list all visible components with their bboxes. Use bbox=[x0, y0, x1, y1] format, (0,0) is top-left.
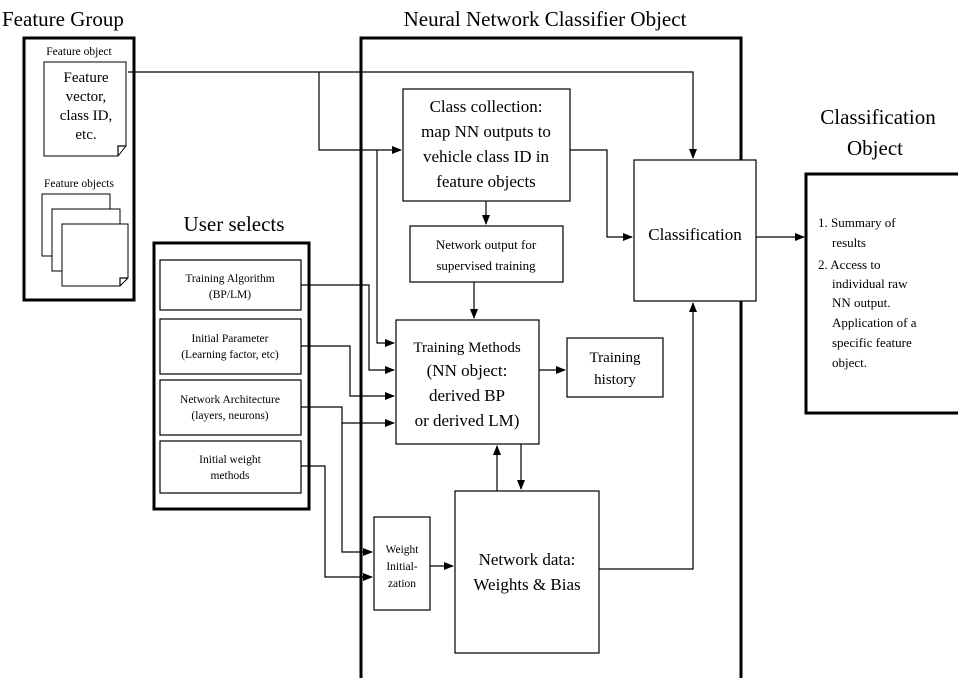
classification-object-title-line-2: Object bbox=[847, 136, 903, 160]
initial-weight-line-2: methods bbox=[211, 470, 250, 482]
result-item-2-line-3: NN output. bbox=[832, 295, 891, 310]
result-item-2-line-5: specific feature bbox=[832, 335, 912, 350]
classification-object-box bbox=[804, 172, 958, 415]
initial-parameter-box bbox=[159, 318, 302, 375]
network-output-line-2: supervised training bbox=[436, 258, 536, 273]
training-algorithm-line-1: Training Algorithm bbox=[185, 273, 274, 285]
weight-init-line-3: zation bbox=[388, 578, 416, 590]
training-methods-line-1: Training Methods bbox=[413, 340, 521, 356]
user-selects-title: User selects bbox=[184, 212, 285, 236]
result-item-1-line-2: results bbox=[832, 235, 866, 250]
feature-doc-line-3: class ID, bbox=[60, 108, 113, 124]
feature-doc-line-4: etc. bbox=[75, 127, 96, 143]
nn-classifier-title: Neural Network Classifier Object bbox=[404, 7, 687, 31]
weight-method-to-weight-init-arrow bbox=[301, 465, 373, 581]
initial-parameter-line-2: (Learning factor, etc) bbox=[181, 349, 279, 361]
network-data-box bbox=[454, 490, 600, 654]
stacked-document-fold-icon bbox=[119, 277, 128, 286]
nn-classifier-box bbox=[359, 36, 743, 678]
feature-to-class-collection-arrow bbox=[318, 72, 402, 154]
network-architecture-line-1: Network Architecture bbox=[180, 394, 280, 406]
result-item-2-line-1: 2. Access to bbox=[818, 257, 880, 272]
network-data-to-classification-arrow bbox=[599, 302, 697, 570]
architecture-to-weight-init-arrow bbox=[341, 423, 373, 556]
classification-label: Classification bbox=[648, 225, 742, 244]
feature-document-icon bbox=[43, 61, 127, 157]
stacked-document-front-icon bbox=[61, 223, 129, 287]
user-selects-box bbox=[152, 241, 311, 511]
training-history-line-1: Training bbox=[589, 350, 641, 366]
weight-init-box bbox=[373, 516, 431, 611]
network-output-box bbox=[409, 225, 564, 283]
document-fold-icon bbox=[117, 145, 126, 156]
network-architecture-box bbox=[159, 379, 302, 436]
network-architecture-line-2: (layers, neurons) bbox=[191, 410, 268, 422]
class-collection-to-classification-arrow bbox=[570, 149, 633, 241]
algorithm-to-training-arrow bbox=[301, 284, 395, 374]
training-methods-box bbox=[395, 319, 540, 445]
parameter-to-training-arrow bbox=[301, 345, 395, 400]
class-collection-line-1: Class collection: bbox=[430, 97, 543, 116]
network-data-line-1: Network data: bbox=[479, 550, 576, 569]
initial-weight-box bbox=[159, 440, 302, 494]
training-methods-line-3: derived BP bbox=[429, 386, 505, 405]
result-item-2-line-2: individual raw bbox=[832, 276, 908, 291]
weight-init-line-2: Initial- bbox=[386, 561, 417, 573]
class-collection-box bbox=[402, 88, 571, 202]
feature-to-classification-arrow bbox=[128, 71, 697, 159]
feature-doc-line-2: vector, bbox=[66, 89, 107, 105]
training-methods-line-4: or derived LM) bbox=[415, 411, 520, 430]
classification-box bbox=[633, 159, 757, 302]
classification-object-title-line-1: Classification bbox=[820, 105, 936, 129]
class-collection-line-2: map NN outputs to bbox=[421, 122, 551, 141]
training-algorithm-box bbox=[159, 259, 302, 311]
feature-objects-label: Feature objects bbox=[44, 178, 114, 190]
initial-weight-line-1: Initial weight bbox=[199, 454, 261, 466]
training-history-box bbox=[566, 337, 664, 398]
training-history-line-2: history bbox=[594, 372, 636, 388]
feature-to-training-arrow bbox=[376, 150, 395, 347]
network-data-line-2: Weights & Bias bbox=[473, 575, 580, 594]
class-collection-line-3: vehicle class ID in bbox=[423, 147, 550, 166]
network-output-line-1: Network output for bbox=[436, 237, 537, 252]
training-methods-line-2: (NN object: bbox=[427, 361, 508, 380]
result-item-1-line-1: 1. Summary of bbox=[818, 215, 896, 230]
result-item-2-line-4: Application of a bbox=[832, 315, 917, 330]
class-collection-line-4: feature objects bbox=[436, 172, 536, 191]
feature-group-box bbox=[22, 36, 136, 302]
feature-object-label: Feature object bbox=[46, 46, 112, 58]
feature-doc-line-1: Feature bbox=[64, 70, 109, 86]
weight-init-line-1: Weight bbox=[386, 544, 420, 556]
result-item-2-line-6: object. bbox=[832, 355, 867, 370]
training-algorithm-line-2: (BP/LM) bbox=[209, 289, 251, 301]
feature-group-title: Feature Group bbox=[2, 7, 124, 31]
initial-parameter-line-1: Initial Parameter bbox=[192, 333, 269, 345]
architecture-to-training-arrow bbox=[301, 406, 395, 427]
